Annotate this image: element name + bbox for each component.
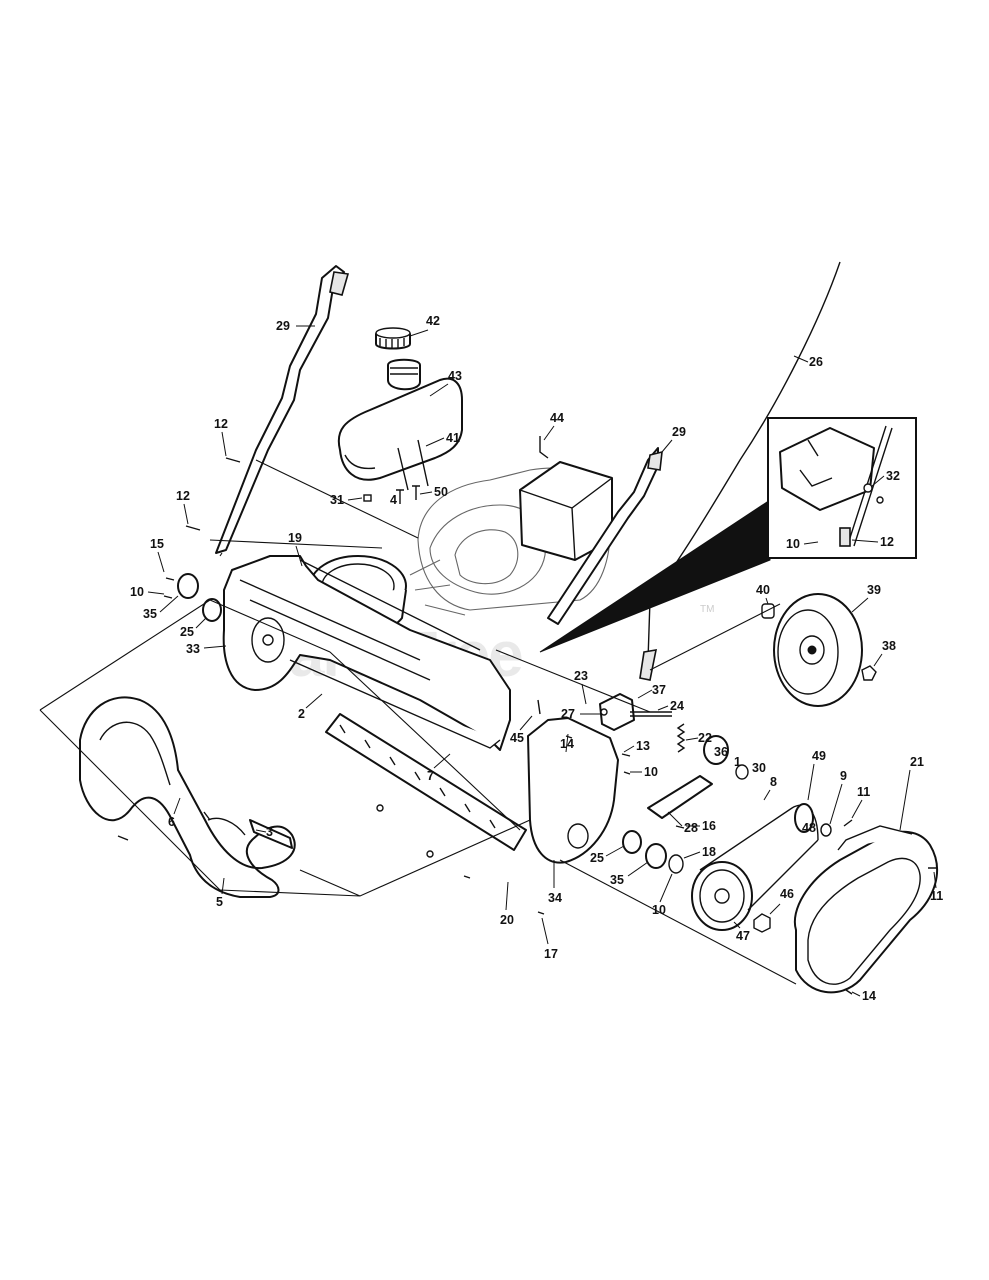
handle-right — [547, 447, 663, 625]
wheel — [773, 593, 863, 707]
bearing-25-right — [622, 830, 642, 854]
part-label-10c: 10 — [652, 903, 666, 917]
part-label-49: 49 — [812, 749, 826, 763]
fuel-cap — [375, 327, 411, 350]
wheel-spacer — [761, 603, 775, 619]
screw-50 — [412, 485, 420, 500]
bracket-37 — [599, 693, 635, 731]
part-label-16: 16 — [702, 819, 716, 833]
handle-left — [215, 265, 350, 554]
part-label-39: 39 — [867, 583, 881, 597]
part-label-48: 48 — [802, 821, 816, 835]
part-label-32: 32 — [886, 469, 900, 483]
part-label-10d: 10 — [786, 537, 800, 551]
part-label-5: 5 — [216, 895, 223, 909]
part-label-42: 42 — [426, 314, 440, 328]
part-label-12c: 12 — [880, 535, 894, 549]
part-label-7: 7 — [427, 769, 434, 783]
cable-spring — [639, 649, 658, 681]
part-label-43: 43 — [448, 369, 462, 383]
part-label-11: 11 — [857, 785, 870, 799]
part-label-17: 17 — [544, 947, 558, 961]
part-label-1: 1 — [734, 755, 741, 769]
part-label-4: 4 — [390, 493, 397, 507]
part-label-28: 28 — [684, 821, 698, 835]
part-label-10b: 10 — [644, 765, 658, 779]
part-label-33: 33 — [186, 642, 200, 656]
part-label-6: 6 — [168, 815, 175, 829]
part-label-37: 37 — [652, 683, 666, 697]
spring — [676, 723, 686, 753]
part-label-34: 34 — [548, 891, 562, 905]
screw-4 — [396, 489, 404, 504]
part-label-20: 20 — [500, 913, 514, 927]
part-label-3: 3 — [266, 825, 273, 839]
part-label-25: 25 — [180, 625, 194, 639]
part-label-35: 35 — [143, 607, 157, 621]
scraper-bar — [325, 713, 527, 851]
part-label-18: 18 — [702, 845, 716, 859]
part-label-44: 44 — [550, 411, 564, 425]
part-label-19: 19 — [288, 531, 302, 545]
tank-strap — [397, 439, 429, 491]
part-label-29b: 29 — [672, 425, 686, 439]
part-label-10: 10 — [130, 585, 144, 599]
nut-31 — [363, 494, 372, 502]
part-label-45: 45 — [510, 731, 524, 745]
part-label-24: 24 — [670, 699, 684, 713]
part-label-11b: 11 — [930, 889, 943, 903]
part-label-8: 8 — [770, 775, 777, 789]
part-label-2: 2 — [298, 707, 305, 721]
fuel-tank — [337, 358, 463, 481]
part-label-25b: 25 — [590, 851, 604, 865]
part-label-13: 13 — [636, 739, 650, 753]
part-label-15: 15 — [150, 537, 164, 551]
bearing-25-left — [202, 598, 222, 622]
part-label-41: 41 — [446, 431, 460, 445]
flange-35-left — [177, 573, 199, 599]
part-label-23: 23 — [574, 669, 588, 683]
part-label-46: 46 — [780, 887, 794, 901]
part-label-38: 38 — [882, 639, 896, 653]
assembly-lines — [39, 459, 797, 985]
auger — [79, 696, 296, 898]
watermark-trademark: TM — [700, 604, 714, 615]
auger-housing — [222, 555, 511, 751]
part-label-36: 36 — [714, 745, 728, 759]
flange-35-right — [645, 843, 667, 869]
pulley-nut — [753, 913, 771, 933]
part-label-31: 31 — [330, 493, 344, 507]
part-label-35b: 35 — [610, 873, 624, 887]
part-label-30: 30 — [752, 761, 766, 775]
drive-pulley — [691, 861, 753, 931]
part-labels: 29 42 43 41 50 4 31 44 29 26 12 12 19 15… — [130, 314, 943, 1003]
washer-18 — [668, 854, 684, 874]
part-label-9: 9 — [840, 769, 847, 783]
part-label-27: 27 — [561, 707, 575, 721]
idler-arm — [647, 775, 713, 819]
bushing-30 — [735, 764, 749, 780]
bolt-24 — [630, 711, 672, 717]
hub-cap — [861, 665, 877, 681]
part-label-14b: 14 — [862, 989, 876, 1003]
part-label-12: 12 — [214, 417, 228, 431]
part-label-29: 29 — [276, 319, 290, 333]
small-fasteners — [117, 436, 938, 995]
detail-inset — [767, 417, 917, 559]
part-label-22: 22 — [698, 731, 712, 745]
belt-cover — [793, 825, 939, 994]
part-label-40: 40 — [756, 583, 770, 597]
bearing-36 — [703, 735, 729, 765]
washer-9 — [820, 823, 832, 837]
part-label-26: 26 — [809, 355, 823, 369]
side-plate-right — [527, 717, 619, 864]
part-label-47: 47 — [736, 929, 750, 943]
part-label-21: 21 — [910, 755, 924, 769]
part-label-50: 50 — [434, 485, 448, 499]
part-label-12b: 12 — [176, 489, 190, 503]
engine-pulley — [794, 803, 814, 833]
